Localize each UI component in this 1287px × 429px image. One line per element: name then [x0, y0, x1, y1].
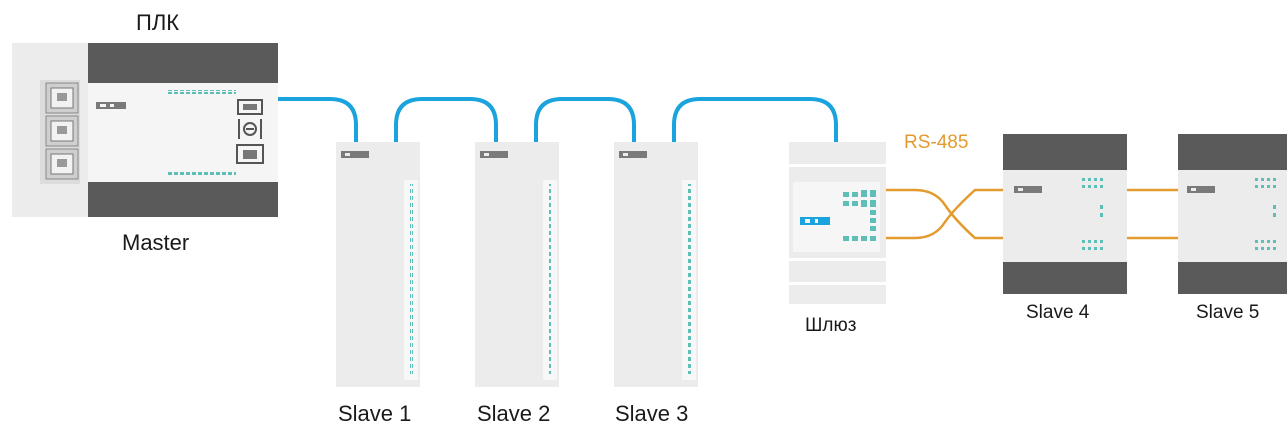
led-indicator-icon: [843, 190, 876, 241]
rs485-cables: [886, 188, 1178, 240]
slave-module-2: [475, 142, 559, 387]
rs485-line-a: [886, 188, 1003, 240]
cable-slave3-gateway: [672, 97, 838, 144]
master-logo: [96, 102, 126, 109]
cable-slave2-slave3: [534, 97, 636, 144]
slave2-label: Slave 2: [477, 401, 551, 426]
slave4-label: Slave 4: [1026, 302, 1090, 323]
led-indicator-icon: [168, 171, 236, 175]
gateway-label: Шлюз: [805, 315, 857, 336]
master-plc: [12, 43, 278, 217]
button-icon: [238, 119, 262, 139]
slave-module-4: [1003, 134, 1127, 294]
cable-slave1-slave2: [394, 97, 498, 144]
led-indicator-icon: [1255, 178, 1276, 250]
led-indicator-icon: [410, 184, 413, 374]
cable-master-slave1: [275, 97, 358, 144]
ethernet-cables: [275, 97, 838, 144]
led-indicator-icon: [688, 184, 691, 374]
slave-module-3: [614, 142, 698, 387]
slave-module-1: [336, 142, 420, 387]
gateway-logo: [800, 217, 830, 225]
led-indicator-icon: [1082, 178, 1103, 250]
plc-title-label: ПЛК: [136, 10, 180, 35]
led-indicator-icon: [549, 184, 552, 374]
usb-port-icon: [237, 99, 263, 115]
slave1-label: Slave 1: [338, 401, 412, 426]
slave-module-5: [1178, 134, 1287, 294]
slave5-label: Slave 5: [1196, 302, 1260, 323]
rs485-label: RS-485: [904, 132, 969, 153]
rs485-line-b: [886, 188, 1003, 240]
ethernet-port-icon: [45, 82, 79, 180]
usb-b-port-icon: [236, 144, 264, 164]
gateway-module: [789, 142, 886, 304]
slave3-label: Slave 3: [615, 401, 689, 426]
master-label: Master: [122, 230, 190, 255]
led-indicator-icon: [168, 90, 236, 94]
